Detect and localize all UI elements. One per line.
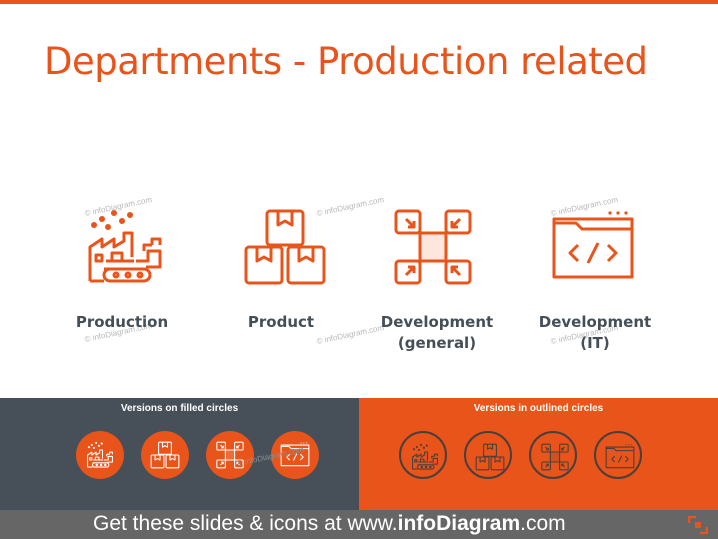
network-squares-icon [539, 441, 571, 473]
factory-icon [84, 439, 116, 471]
department-label-development-it: Development (IT) [538, 313, 652, 352]
outlined-circle-development-general [529, 431, 577, 479]
footer-prefix: Get these slides & icons at www. [93, 512, 398, 535]
filled-circle-development-it [271, 431, 319, 479]
boxes-icon [474, 441, 506, 473]
outlined-circle-production [399, 431, 447, 479]
watermark: © infoDiagram.com [315, 194, 385, 219]
infodiagram-logo-icon [688, 516, 708, 534]
slide-title: Departments - Production related [44, 40, 648, 83]
department-label-product: Product [247, 313, 315, 331]
footer-text[interactable]: Get these slides & icons at www.infoDiag… [93, 512, 566, 536]
filled-circles-panel: Versions on filled circles © infoDiagram… [0, 398, 359, 510]
footer-suffix: .com [520, 512, 566, 535]
outlined-panel-title: Versions in outlined circles [473, 403, 604, 414]
network-squares-icon [388, 205, 478, 289]
outlined-circle-product [464, 431, 512, 479]
filled-circle-product [141, 431, 189, 479]
outlined-circles-panel: Versions in outlined circles [359, 398, 718, 510]
outlined-circle-development-it [594, 431, 642, 479]
filled-circle-development-general [206, 431, 254, 479]
footer-brand: infoDiagram [397, 512, 521, 535]
department-label-production: Production [75, 313, 169, 331]
boxes-icon [240, 205, 330, 289]
footer-bar: Get these slides & icons at www.infoDiag… [0, 510, 718, 539]
filled-circle-production [76, 431, 124, 479]
department-label-development-general: Development (general) [380, 313, 494, 352]
browser-code-icon [548, 205, 638, 289]
boxes-icon [149, 439, 181, 471]
factory-icon [80, 205, 170, 289]
browser-code-icon [604, 441, 636, 473]
factory-icon [409, 441, 441, 473]
top-accent-bar [0, 0, 718, 4]
filled-panel-title: Versions on filled circles [120, 403, 239, 414]
